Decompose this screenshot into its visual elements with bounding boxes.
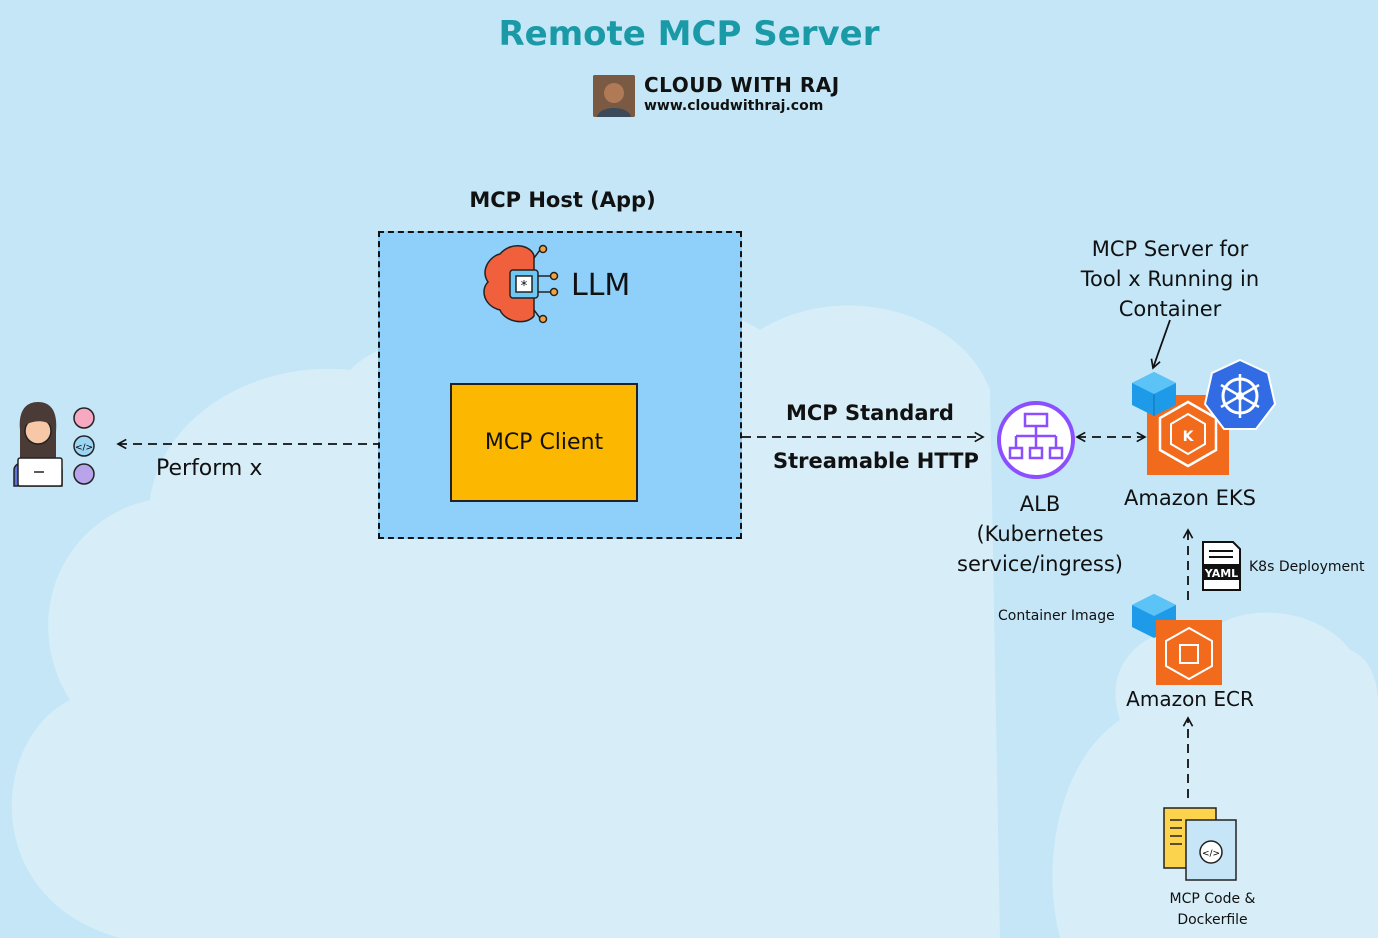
code-label-line: MCP Code & [1169,891,1256,907]
mcp-host-label: MCP Host (App) [469,188,656,212]
mcp-server-label-line: Container [1118,297,1222,321]
alb-label-line: service/ingress) [957,552,1123,576]
k8s-deployment-label: K8s Deployment [1249,559,1365,575]
brain-chip-icon: * [483,244,559,324]
brand-name: CLOUD WITH RAJ [644,73,840,97]
mcp-server-label-line: Tool x Running in [1080,267,1260,291]
perform-label: Perform x [156,456,263,481]
ecr-label: Amazon ECR [1126,687,1254,711]
container-image-label: Container Image [998,608,1115,624]
server-pointer-arrow [1150,319,1171,370]
alb-label-line: ALB [1019,492,1061,516]
mcp-client-label: MCP Client [484,430,604,455]
alb-label: ALB (Kubernetes service/ingress) [940,489,1140,579]
ecr-icon [1156,620,1222,685]
kubernetes-wheel-icon [1203,358,1277,430]
eks-label: Amazon EKS [1124,486,1256,510]
author-avatar [593,75,635,117]
code-label: MCP Code & Dockerfile [1150,889,1275,931]
svg-text:</>: </> [75,443,93,453]
svg-text:YAML: YAML [1204,567,1238,580]
background-clouds [11,305,1378,938]
llm-label: LLM [571,268,631,303]
mcp-server-label: MCP Server for Tool x Running in Contain… [1070,234,1270,324]
person-laptop-icon: </> [13,402,95,487]
alb-label-line: (Kubernetes [976,522,1104,546]
mcp-client-box: MCP Client [450,383,638,502]
container-cube-icon [1132,372,1176,416]
page-title: Remote MCP Server [498,14,880,54]
code-label-line: Dockerfile [1177,912,1248,928]
mcp-server-label-line: MCP Server for [1091,237,1249,261]
code-files-icon: </> [1163,807,1237,881]
protocol-label-1: MCP Standard [786,401,954,425]
brand-url: www.cloudwithraj.com [644,98,824,114]
svg-text:K: K [1183,429,1195,445]
alb-network-icon [997,401,1075,479]
protocol-label-2: Streamable HTTP [773,449,979,473]
svg-text:</>: </> [1202,849,1220,859]
yaml-file-icon: YAML [1202,541,1241,591]
svg-text:*: * [521,279,528,294]
